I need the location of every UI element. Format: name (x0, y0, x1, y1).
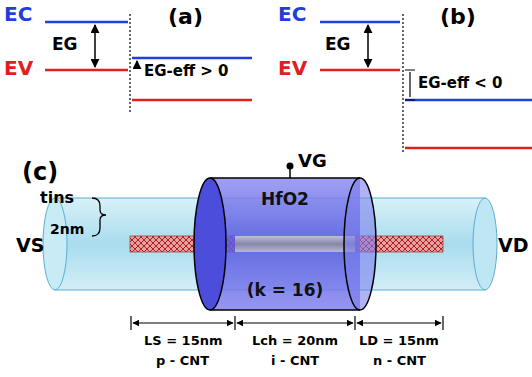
region-label: i - CNT (271, 354, 319, 367)
terminal-label: VS (16, 236, 44, 255)
panel-label: (c) (22, 160, 58, 184)
band-label: EV (278, 58, 307, 78)
dimension-label: LS = 15nm (144, 334, 222, 347)
gap-label: EG-eff < 0 (418, 76, 503, 91)
band-label: EV (4, 58, 33, 78)
material-label: HfO2 (261, 190, 309, 209)
gap-label: EG (52, 36, 78, 53)
gate-region: HfO2 (k = 16) (220, 180, 350, 308)
gap-label: EG-eff > 0 (144, 64, 229, 79)
panel-label: (a) (168, 6, 203, 28)
region-label: n - CNT (373, 354, 426, 367)
dimension-label: LD = 15nm (359, 334, 439, 347)
terminal-label: VG (298, 152, 327, 170)
dielectric-label: (k = 16) (247, 281, 324, 300)
dimension-label: Lch = 20nm (252, 334, 338, 347)
gap-label: EG (325, 36, 351, 53)
dimension-label: 2nm (50, 222, 84, 236)
dimension-label: tins (40, 190, 74, 206)
terminal-label: VD (498, 236, 528, 255)
band-label: EC (278, 4, 306, 24)
region-label: p - CNT (156, 354, 209, 367)
panel-label: (b) (440, 6, 476, 28)
band-label: EC (4, 4, 32, 24)
